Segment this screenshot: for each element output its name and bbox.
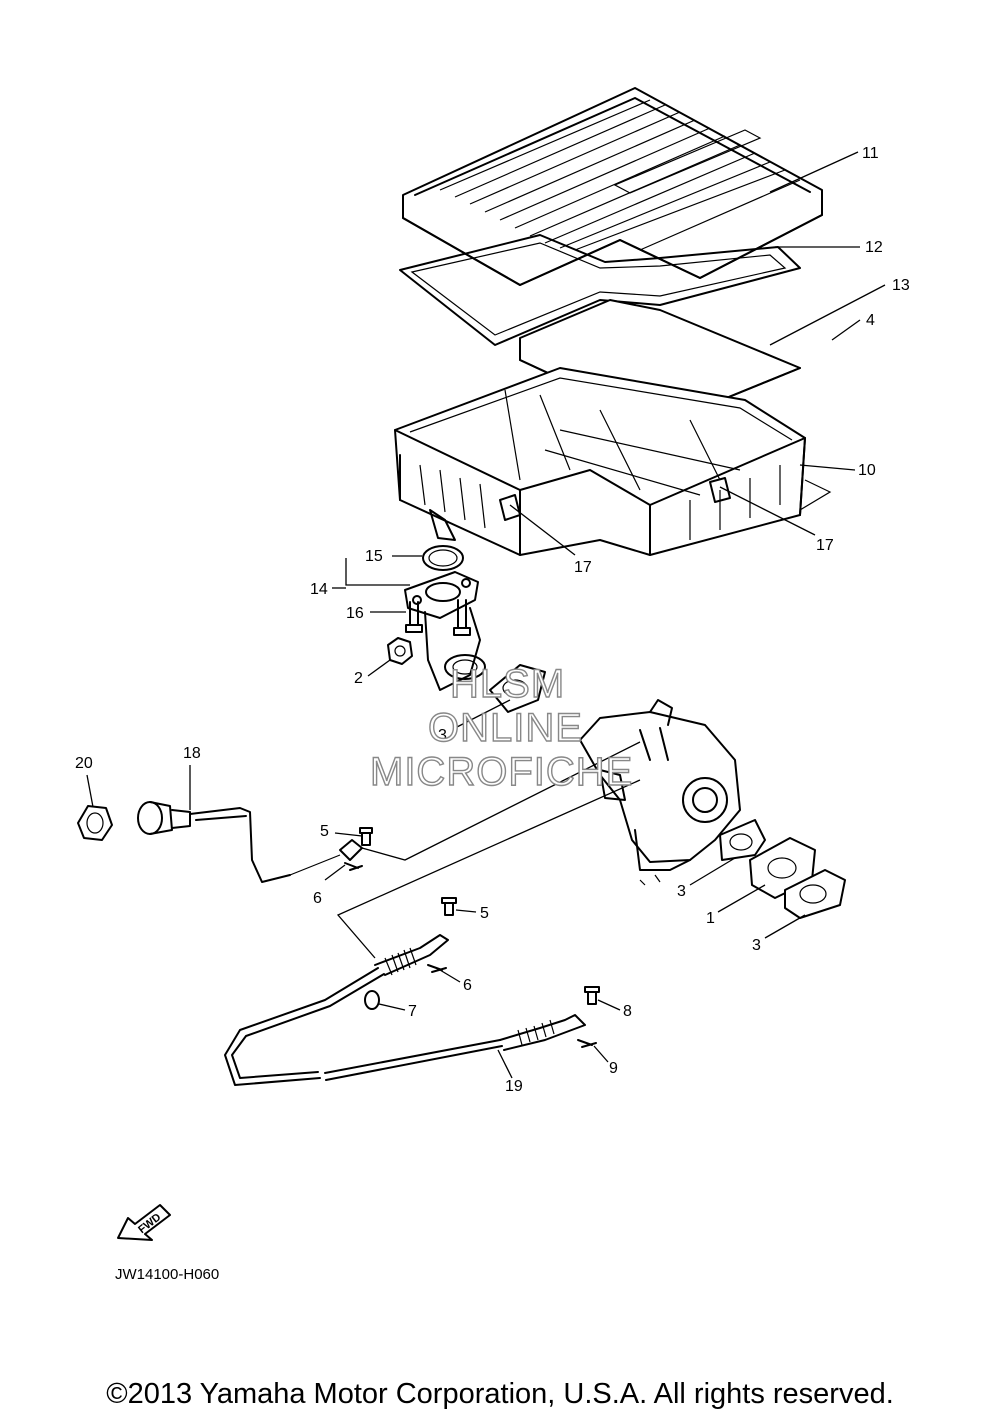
- choke-cable-18-part: [137, 801, 363, 883]
- diagram-code: JW14100-H060: [115, 1266, 220, 1283]
- callout-2: 2: [354, 670, 363, 687]
- watermark: HLSM ONLINE MICROFICHE: [369, 661, 633, 794]
- copyright-notice: ©2013 Yamaha Motor Corporation, U.S.A. A…: [106, 1378, 894, 1410]
- callout-7: 7: [408, 1003, 417, 1020]
- watermark-line-2: ONLINE: [428, 706, 583, 750]
- leader-lines: [86, 151, 886, 1079]
- watermark-line-1: HLSM: [450, 662, 565, 706]
- clip-9-part: [577, 1039, 597, 1048]
- collar-7-part: [364, 990, 380, 1010]
- screw-5-upper-part: [359, 827, 373, 846]
- fwd-arrow-icon: FWD: [117, 1204, 171, 1241]
- choke-cable-routing-line: [361, 741, 641, 861]
- carburetor-part: [579, 699, 741, 886]
- callout-13: 13: [892, 277, 910, 294]
- callout-6b: 6: [463, 977, 472, 994]
- callout-6a: 6: [313, 890, 322, 907]
- screw-8-part: [584, 986, 600, 1005]
- clip-6-upper-part: [344, 862, 363, 871]
- air-filter-case-part: [394, 367, 832, 556]
- callout-16: 16: [346, 605, 364, 622]
- callout-3c: 3: [752, 937, 761, 954]
- callout-12: 12: [865, 239, 883, 256]
- callout-18: 18: [183, 745, 201, 762]
- callout-17a: 17: [574, 559, 592, 576]
- nut-2-part: [387, 637, 413, 665]
- callout-8: 8: [623, 1003, 632, 1020]
- callout-9: 9: [609, 1060, 618, 1077]
- bolt-16-part: [405, 599, 471, 636]
- callout-10: 10: [858, 462, 876, 479]
- gasket-3-lower-part: [784, 869, 846, 919]
- callout-20: 20: [75, 755, 93, 772]
- screw-5-lower-part: [441, 897, 457, 916]
- callout-14: 14: [310, 581, 328, 598]
- callout-3a: 3: [438, 727, 447, 744]
- callout-15: 15: [365, 548, 383, 565]
- callout-19: 19: [505, 1078, 523, 1095]
- cover-seal-part: [399, 234, 801, 346]
- throttle-cable-routing-line: [336, 779, 641, 959]
- gasket-3-mid-part: [719, 819, 766, 861]
- watermark-line-3: MICROFICHE: [370, 750, 633, 794]
- air-filter-cover-part: [402, 87, 823, 286]
- callout-1: 1: [706, 910, 715, 927]
- knob-nut-20-part: [77, 805, 113, 841]
- callout-5b: 5: [480, 905, 489, 922]
- callout-3b: 3: [677, 883, 686, 900]
- callout-11: 11: [862, 145, 879, 162]
- callout-5a: 5: [320, 823, 329, 840]
- gasket-15-part: [422, 545, 464, 571]
- callout-17b: 17: [816, 537, 834, 554]
- callout-4: 4: [866, 312, 875, 329]
- gasket-3-upper-part: [489, 664, 546, 713]
- joint-14-part: [404, 571, 486, 691]
- clip-6-lower-part: [427, 964, 447, 973]
- throttle-cable-19-part: [224, 934, 586, 1086]
